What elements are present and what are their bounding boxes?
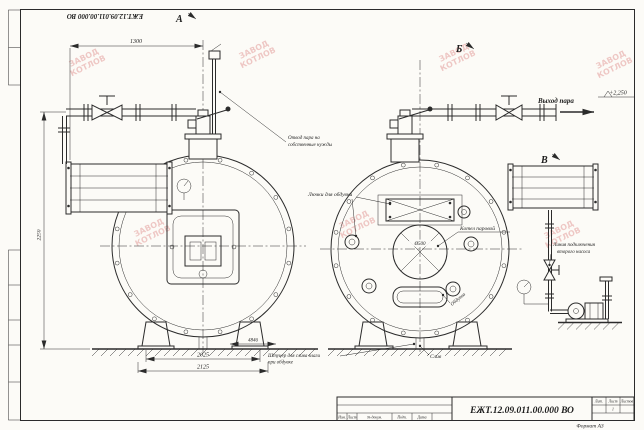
view-labels: А Б В <box>175 11 561 166</box>
pressure-gauge <box>176 178 192 200</box>
right-steam-pipe <box>412 95 557 121</box>
right-boiler-view: Ø500 <box>320 60 599 357</box>
elevation-mark: +2,250 <box>609 91 627 97</box>
own-needs-riser <box>208 43 222 134</box>
dimension-2250: 2250 <box>37 229 43 240</box>
dimension-2125: 2125 <box>197 365 209 371</box>
callout-blowdown: Обдувка <box>450 292 467 308</box>
boiler-door <box>166 209 240 285</box>
dimension-1300: 1300 <box>130 39 142 45</box>
callout-hatches: Лючки для обдувки <box>307 191 353 198</box>
doc-number: ЕЖТ.12.09.011.00.000 ВО <box>469 406 574 416</box>
steam-dome <box>386 106 433 163</box>
callout-drain-fitting-2: при обдувке <box>268 361 294 366</box>
bottom-hatch <box>392 286 448 308</box>
pump-assembly <box>516 210 622 330</box>
flange-bolts <box>333 162 507 336</box>
inspection-ports <box>344 205 479 297</box>
pump-pressure-gauge <box>516 279 549 305</box>
callout-steam-outlet: Выход пара <box>537 97 574 105</box>
tb-listov-label: Листов <box>620 400 634 404</box>
steam-outlet-annotation: Выход пара +2,250 <box>537 91 634 116</box>
tb-col-list: Лист <box>347 416 357 420</box>
tb-col-docnum: № докум. <box>366 416 382 420</box>
left-steam-pipe <box>58 95 196 164</box>
view-label-v: В <box>540 155 548 166</box>
callout-own-needs: Отвод пара на <box>288 136 320 141</box>
callout-drain-fitting: Штуцер для слива влаги <box>267 354 320 359</box>
dimension-2025: 2025 <box>197 353 209 359</box>
left-boiler-view <box>58 40 318 357</box>
svg-text:ЗАВОДКОТЛОВ: ЗАВОДКОТЛОВ <box>65 45 107 78</box>
tb-list-label: Лист <box>608 400 618 404</box>
view-label-a: А <box>175 14 183 25</box>
callout-pump-line-2: второго насоса <box>557 250 591 255</box>
dimension-opening-dia: Ø500 <box>413 242 426 247</box>
sheet-frame: ЕЖТ.12.09.011.00.000 ВО <box>8 9 635 421</box>
svg-text:ЗАВОДКОТЛОВ: ЗАВОДКОТЛОВ <box>130 215 172 248</box>
doc-number-top: ЕЖТ.12.09.011.00.000 ВО <box>67 12 144 20</box>
ground-hatch <box>557 322 620 330</box>
dimensions: 1300 2025 2125 4846 2250 <box>37 39 276 374</box>
svg-text:ЗАВОДКОТЛОВ: ЗАВОДКОТЛОВ <box>235 37 277 70</box>
callout-drain: Слив <box>430 354 442 360</box>
callout-boiler: Котел паровой <box>459 225 495 232</box>
title-block: Изм. Лист № докум. Подп. Дата ЕЖТ.12.09.… <box>336 396 635 430</box>
tb-col-data: Дата <box>416 416 426 420</box>
tb-col-izm: Изм. <box>337 416 346 420</box>
callout-pump-line: Линия подключения <box>552 243 596 248</box>
ground-hatch <box>327 348 507 357</box>
format-label: Формат А3 <box>576 424 604 430</box>
svg-text:ЗАВОДКОТЛОВ: ЗАВОДКОТЛОВ <box>592 47 634 80</box>
steam-dome <box>184 106 231 160</box>
economizer-right <box>507 163 599 211</box>
flange-bolts <box>114 157 292 335</box>
tb-col-podp: Подп. <box>396 416 406 420</box>
callout-own-needs-2: собственные нужды <box>288 143 333 148</box>
dimension-4846: 4846 <box>248 339 259 344</box>
pump-unit <box>565 302 609 323</box>
top-hatch <box>377 194 463 226</box>
economizer-left <box>65 161 173 215</box>
view-label-b: Б <box>455 44 463 55</box>
tb-sheet-number: 1 <box>612 408 614 412</box>
ground-hatch <box>91 348 316 357</box>
tb-lit-label: Лит. <box>594 400 603 404</box>
callouts: Отвод пара на собственные нужды Лючки дл… <box>218 91 634 366</box>
